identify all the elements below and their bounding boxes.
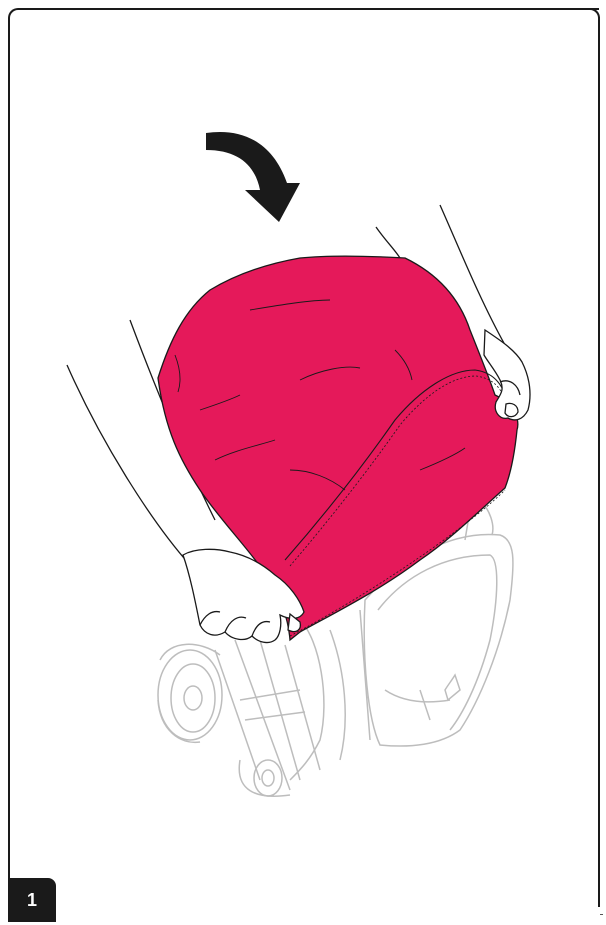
- curved-arrow-down-icon: [206, 132, 300, 222]
- step-number: 1: [27, 890, 37, 911]
- step-number-badge: 1: [8, 878, 56, 922]
- corner-mark: [600, 914, 603, 915]
